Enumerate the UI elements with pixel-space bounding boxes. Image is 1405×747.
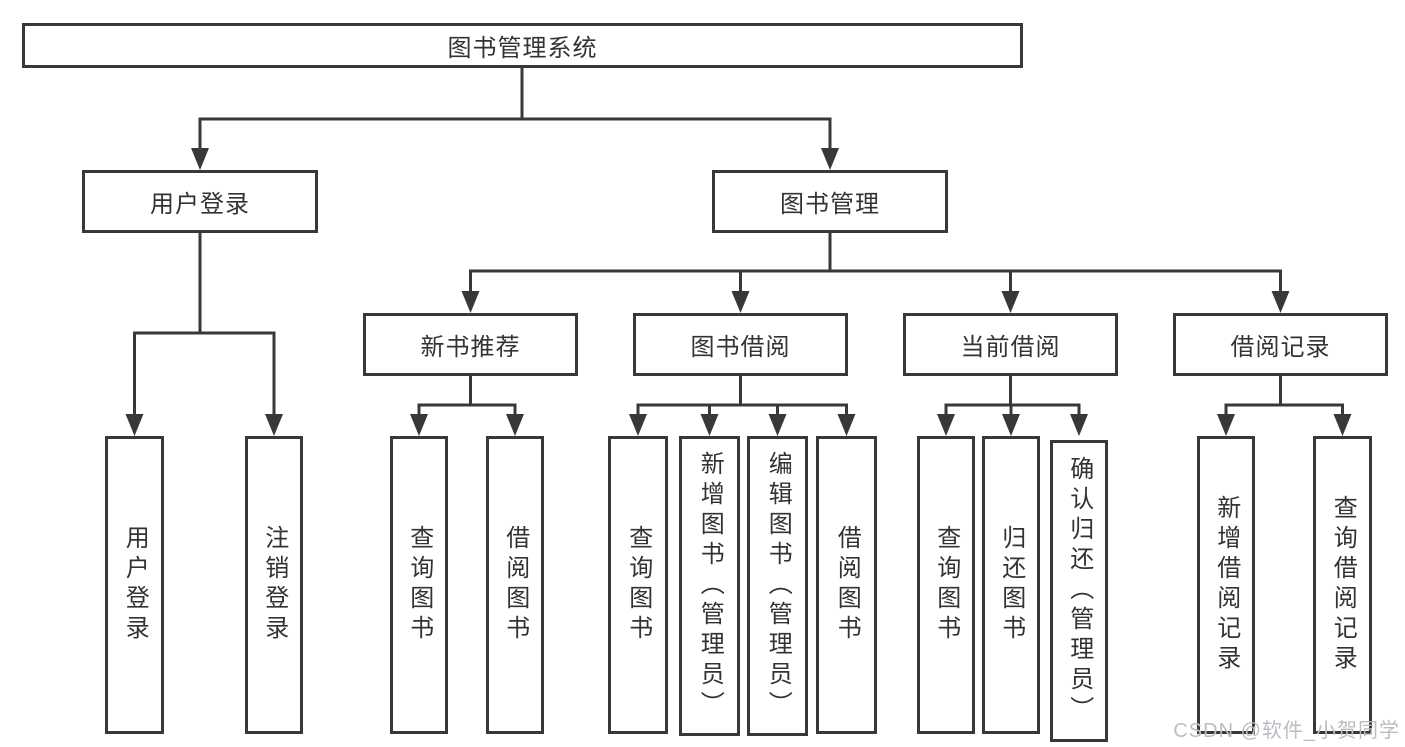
node-label: 编辑图书（管理员）	[764, 451, 792, 721]
leaf-query-borrow-record: 查询借阅记录	[1313, 436, 1372, 734]
node-label: 当前借阅	[960, 334, 1061, 361]
csdn-watermark: CSDN @软件_小贺同学	[1173, 720, 1400, 742]
node-label: 用户登录	[121, 525, 149, 645]
leaf-user-login: 用户登录	[105, 436, 164, 734]
node-library-management-system: 图书管理系统	[22, 23, 1023, 68]
node-label: 用户登录	[150, 191, 250, 218]
node-label: 注销登录	[260, 525, 288, 645]
connector-bookmgmt-to-level3	[461, 233, 1290, 313]
node-label: 图书管理系统	[447, 35, 598, 62]
node-label: 新增图书（管理员）	[696, 451, 724, 721]
node-label: 确认归还（管理员）	[1065, 456, 1093, 726]
node-user-login: 用户登录	[82, 170, 318, 233]
node-label: 查询借阅记录	[1329, 495, 1357, 675]
node-label: 查询图书	[624, 525, 652, 645]
leaf-borrow-books-borrow: 借阅图书	[816, 436, 877, 734]
node-label: 查询图书	[932, 525, 960, 645]
node-label: 查询图书	[405, 525, 433, 645]
node-current-borrowing: 当前借阅	[903, 313, 1118, 376]
node-book-management: 图书管理	[712, 170, 948, 233]
connector-newbook-to-leaves	[410, 376, 524, 436]
node-label: 归还图书	[997, 525, 1025, 645]
leaf-query-books-current: 查询图书	[917, 436, 975, 734]
leaf-confirm-return-admin: 确认归还（管理员）	[1050, 440, 1108, 742]
connector-userlogin-to-leaves	[125, 233, 283, 436]
node-label: 新增借阅记录	[1212, 495, 1240, 675]
leaf-return-book: 归还图书	[982, 436, 1040, 734]
connector-root-to-level2	[191, 66, 839, 170]
leaf-add-book-admin: 新增图书（管理员）	[679, 436, 740, 736]
leaf-query-books-borrow: 查询图书	[608, 436, 668, 734]
leaf-edit-book-admin: 编辑图书（管理员）	[747, 436, 808, 736]
node-new-book-recommendation: 新书推荐	[363, 313, 578, 376]
node-label: 借阅图书	[501, 525, 529, 645]
node-label: 借阅图书	[833, 525, 861, 645]
leaf-borrow-books-recommend: 借阅图书	[486, 436, 544, 734]
node-label: 图书管理	[780, 191, 880, 218]
connector-currentborrow-to-leaves	[937, 376, 1088, 436]
node-label: 借阅记录	[1230, 334, 1331, 361]
leaf-query-books-recommend: 查询图书	[390, 436, 448, 734]
leaf-logout: 注销登录	[245, 436, 303, 734]
node-label: 新书推荐	[420, 334, 521, 361]
connector-bookborrow-to-leaves	[629, 376, 856, 436]
connector-borrowrecords-to-leaves	[1217, 376, 1352, 436]
node-book-borrowing: 图书借阅	[633, 313, 848, 376]
node-borrowing-records: 借阅记录	[1173, 313, 1388, 376]
leaf-add-borrow-record: 新增借阅记录	[1197, 436, 1255, 734]
node-label: 图书借阅	[690, 334, 791, 361]
